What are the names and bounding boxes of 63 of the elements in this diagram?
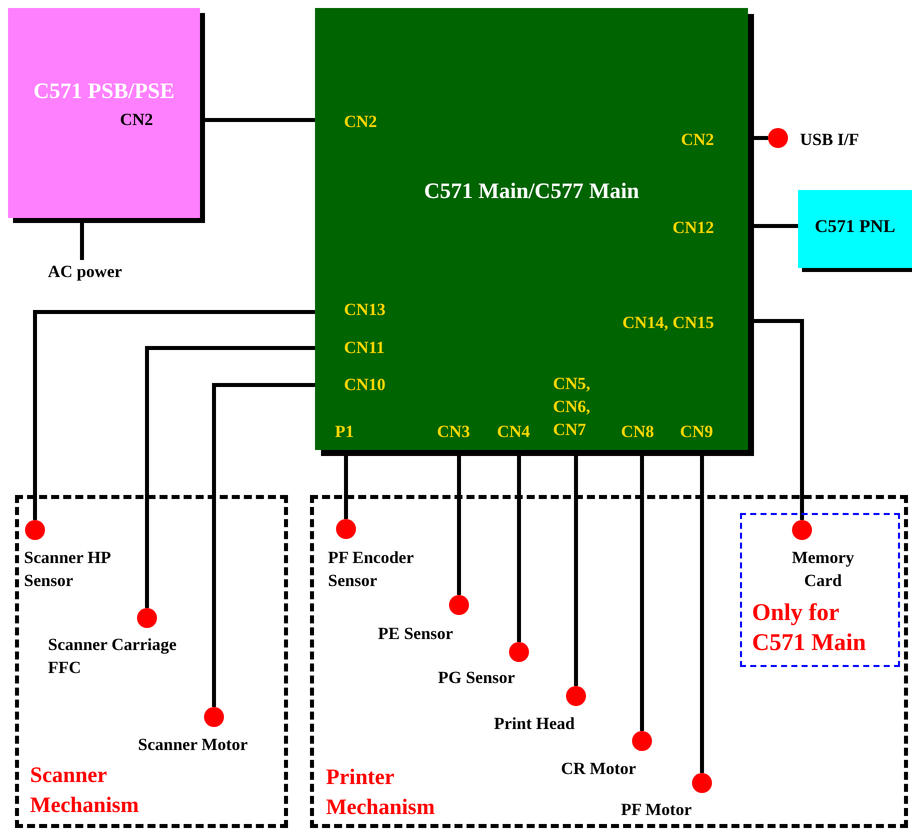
connector-dot [768,128,788,148]
part-label: PG Sensor [438,667,516,689]
connector-label: CN9 [680,421,714,443]
connector-dot [692,773,712,793]
part-label: CR Motor [561,758,638,780]
connector-dot [566,686,586,706]
part-label: Memory Card [790,547,856,592]
connector-label: CN14, CN15 [621,312,714,334]
connector-dot [25,520,45,540]
connector-label: CN4 [497,421,532,443]
part-label: Scanner HP Sensor [24,547,112,592]
wire [212,383,315,707]
circuit-board [798,190,912,268]
connector-label: CN8 [621,421,656,443]
dashed-region [310,495,908,828]
wire [33,310,315,520]
power-label: AC power [46,261,124,283]
part-label: Scanner Carriage FFC [48,634,178,679]
connector-label: CN2 [120,109,154,131]
dashed-region [740,513,900,667]
circuit-board [8,8,200,218]
board-title: C571 Main/C577 Main [422,177,640,205]
connector-dot [509,642,529,662]
wire [457,456,461,595]
wire [344,456,348,519]
note-text: Only for C571 Main [752,599,867,658]
connector-dot [632,731,652,751]
group-title: Printer Mechanism [326,763,436,821]
wire [700,456,704,773]
part-label: PF Motor [621,799,693,821]
part-label: USB I/F [800,129,860,151]
part-label: Scanner Motor [138,734,249,756]
connector-dot [204,707,224,727]
connector-label: CN12 [671,217,714,239]
connector-label: CN3 [437,421,472,443]
connector-label: CN11 [344,337,386,359]
circuit-board [315,8,748,450]
wire [640,456,644,731]
wire [574,456,578,686]
board-title: C571 PNL [814,215,896,238]
wire [145,346,315,608]
connector-dot [137,608,157,628]
connector-label: CN2 [680,129,714,151]
board-title: C571 PSB/PSE [32,77,176,105]
wire [754,136,768,140]
connector-dot [336,519,356,539]
wire [80,223,84,260]
connector-label: P1 [335,421,355,443]
connector-label: CN10 [344,374,387,396]
connector-label: CN5, CN6, CN7 [553,373,592,441]
wire [517,456,521,642]
connector-dot [449,595,469,615]
part-label: PF Encoder Sensor [328,547,414,592]
connector-label: CN13 [344,299,387,321]
connector-label: CN2 [344,111,378,133]
part-label: Print Head [494,713,576,735]
wire [754,319,804,520]
part-label: PE Sensor [378,623,454,645]
dashed-region [15,495,288,828]
wire [205,118,315,122]
group-title: Scanner Mechanism [30,761,140,819]
wire [754,224,798,228]
connector-dot [792,520,812,540]
